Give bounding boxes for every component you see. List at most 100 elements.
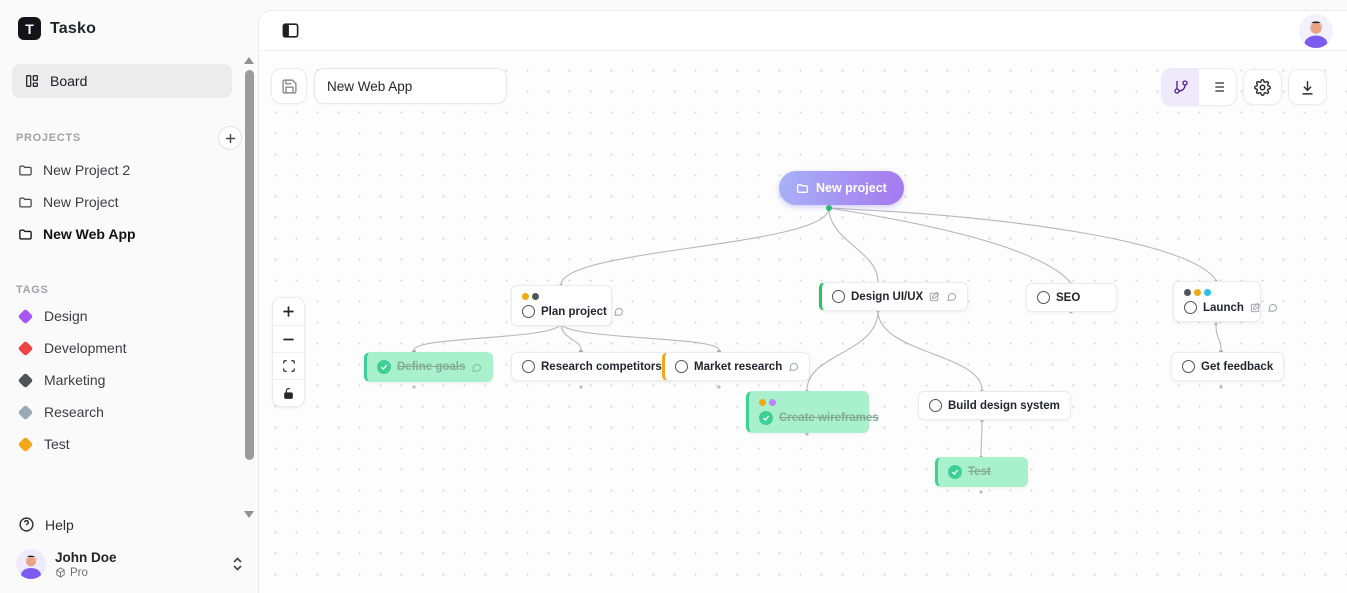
app-title: Tasko [50, 19, 97, 37]
comment-icon[interactable] [613, 306, 624, 317]
node-market-research[interactable]: Market research [662, 352, 811, 381]
tag-dot [1194, 289, 1201, 296]
task-checkbox[interactable] [1184, 301, 1197, 314]
node-research-competitors[interactable]: Research competitors [511, 352, 673, 381]
user-info: John Doe Pro [55, 550, 117, 579]
tag-dot [522, 293, 529, 300]
sidebar-item-label: Board [50, 73, 88, 89]
help-label: Help [45, 516, 74, 533]
user-name: John Doe [55, 549, 117, 565]
node-label: Get feedback [1201, 360, 1274, 373]
node-label: Design UI/UX [851, 290, 924, 303]
node-define-goals[interactable]: Define goals [364, 352, 494, 382]
task-done-check-icon[interactable] [948, 465, 962, 479]
node-label: Build design system [948, 399, 1060, 412]
task-done-check-icon[interactable] [377, 360, 391, 374]
sidebar-tag-development[interactable]: Development [0, 332, 258, 364]
tag-label: Marketing [44, 372, 106, 388]
user-plan: Pro [55, 567, 117, 579]
folder-icon [18, 227, 33, 242]
sidebar-tag-test[interactable]: Test [0, 428, 258, 460]
tag-label: Design [44, 308, 88, 324]
tree-view-button[interactable] [1162, 69, 1199, 105]
main-panel: New project Plan project Design UI/UX [258, 10, 1347, 593]
user-menu[interactable]: John Doe Pro [0, 542, 258, 585]
task-done-check-icon[interactable] [759, 411, 773, 425]
canvas-view-controls [1161, 68, 1327, 106]
list-view-button[interactable] [1199, 69, 1236, 105]
task-checkbox[interactable] [522, 360, 535, 373]
edit-icon[interactable] [929, 291, 940, 302]
fit-view-button[interactable] [273, 352, 304, 379]
sidebar-scroll-up-arrow[interactable] [244, 57, 254, 64]
tags-header-label: TAGS [16, 284, 49, 296]
view-mode-toggle [1161, 68, 1237, 106]
node-design-ui-ux[interactable]: Design UI/UX [819, 282, 969, 311]
save-button[interactable] [271, 68, 307, 104]
node-test[interactable]: Test [935, 457, 1028, 487]
pro-badge-icon [55, 567, 66, 578]
task-checkbox[interactable] [1037, 291, 1050, 304]
add-project-button[interactable] [218, 126, 242, 150]
comment-icon[interactable] [1267, 302, 1278, 313]
settings-button[interactable] [1243, 69, 1282, 105]
node-build-design-system[interactable]: Build design system [918, 391, 1071, 420]
comment-icon[interactable] [788, 361, 799, 372]
sidebar-item-board[interactable]: Board [12, 64, 232, 98]
node-get-feedback[interactable]: Get feedback [1171, 352, 1285, 381]
task-checkbox[interactable] [832, 290, 845, 303]
comment-icon[interactable] [946, 291, 957, 302]
sidebar-tag-marketing[interactable]: Marketing [0, 364, 258, 396]
zoom-in-button[interactable] [273, 298, 304, 325]
folder-icon [796, 182, 809, 195]
sidebar: T Tasko Board PROJECTS New Project 2 New… [0, 0, 258, 593]
profile-avatar[interactable] [1299, 13, 1333, 48]
tag-dot [769, 399, 776, 406]
task-checkbox[interactable] [929, 399, 942, 412]
mindmap-canvas[interactable]: New project Plan project Design UI/UX [259, 51, 1347, 593]
node-label: New project [816, 181, 887, 195]
task-checkbox[interactable] [675, 360, 688, 373]
app-logo: T Tasko [0, 0, 258, 46]
project-name-input[interactable] [314, 68, 507, 104]
task-checkbox[interactable] [522, 305, 535, 318]
node-plan-project[interactable]: Plan project [511, 285, 624, 326]
sidebar-scroll-down-arrow[interactable] [244, 511, 254, 518]
node-label: Research competitors [541, 360, 662, 373]
node-label: Test [968, 466, 991, 478]
sidebar-scrollbar-thumb[interactable] [245, 70, 254, 460]
user-avatar [16, 549, 46, 579]
node-label: Plan project [541, 305, 607, 318]
node-launch[interactable]: Launch [1173, 281, 1278, 322]
topbar [259, 11, 1347, 51]
sidebar-tag-research[interactable]: Research [0, 396, 258, 428]
comment-icon[interactable] [471, 362, 482, 373]
zoom-controls [272, 297, 305, 407]
project-label: New Web App [43, 226, 136, 242]
edit-icon[interactable] [1250, 302, 1261, 313]
node-label: Launch [1203, 301, 1244, 314]
folder-icon [18, 195, 33, 210]
zoom-out-button[interactable] [273, 325, 304, 352]
sidebar-tag-design[interactable]: Design [0, 300, 258, 332]
sidebar-bottom: Help John Doe Pro [0, 507, 258, 585]
lock-button[interactable] [273, 379, 304, 406]
user-plan-label: Pro [70, 566, 88, 579]
tag-dot [1204, 289, 1211, 296]
sidebar-item-help[interactable]: Help [0, 507, 258, 542]
node-label: Market research [694, 360, 783, 373]
sidebar-toggle-icon[interactable] [281, 21, 300, 40]
sidebar-project-new-project[interactable]: New Project [0, 186, 258, 218]
task-checkbox[interactable] [1182, 360, 1195, 373]
sidebar-project-new-project-2[interactable]: New Project 2 [0, 154, 258, 186]
sidebar-project-new-web-app[interactable]: New Web App [0, 218, 258, 250]
tag-color-diamond [17, 436, 34, 452]
node-label: SEO [1056, 291, 1081, 304]
chevron-up-down-icon[interactable] [231, 556, 244, 572]
node-create-wireframes[interactable]: Create wireframes [746, 391, 879, 433]
node-new-project[interactable]: New project [779, 171, 904, 205]
node-seo[interactable]: SEO [1026, 283, 1117, 312]
tag-label: Research [44, 404, 104, 420]
tag-dot [532, 293, 539, 300]
download-button[interactable] [1288, 69, 1327, 105]
